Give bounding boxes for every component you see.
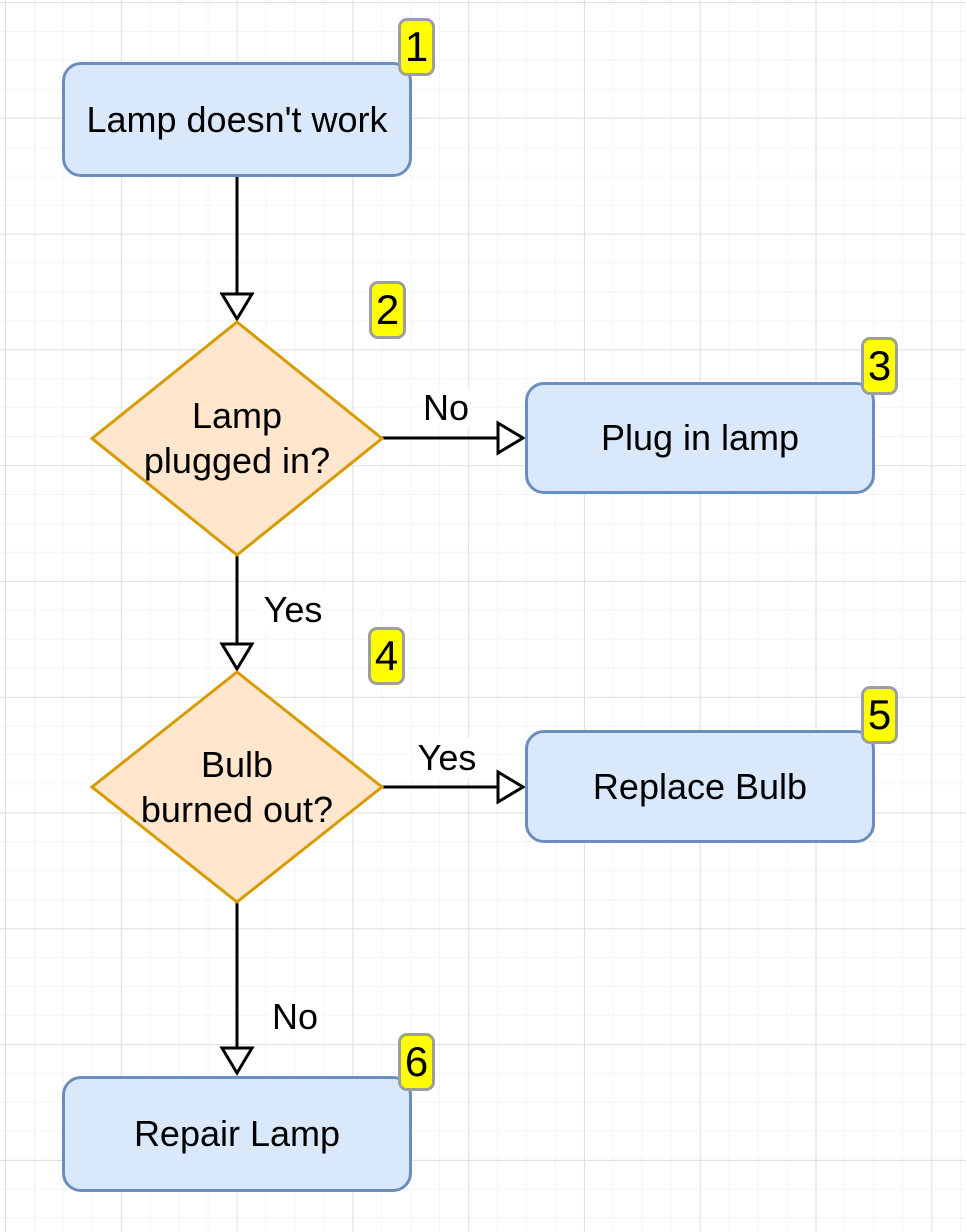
edge-label-yes-2-to-4: Yes	[260, 590, 326, 630]
node-shape-bulb-burned-out[interactable]	[89, 670, 385, 904]
som-badge-4: 4	[368, 627, 405, 685]
node-repair-lamp[interactable]: Repair Lamp	[62, 1076, 412, 1192]
edge-label-no-2-to-3: No	[419, 388, 473, 428]
edge-label-no-4-to-6: No	[268, 997, 322, 1037]
arrow-2-to-3	[382, 420, 526, 456]
node-label-lamp-plugged-in: Lamp plugged in?	[143, 395, 331, 481]
edge-label-yes-4-to-5: Yes	[414, 738, 480, 778]
arrow-2-to-4	[219, 555, 255, 672]
arrow-1-to-2	[219, 177, 255, 322]
som-badge-5: 5	[861, 686, 898, 744]
node-label-bulb-burned-out: Bulb burned out?	[140, 744, 334, 830]
node-label-repair-lamp: Repair Lamp	[133, 1113, 341, 1154]
node-replace-bulb[interactable]: Replace Bulb	[525, 730, 875, 843]
node-lamp-doesnt-work[interactable]: Lamp doesn't work	[62, 62, 412, 177]
arrow-4-to-6	[219, 902, 255, 1076]
som-badge-2: 2	[369, 281, 406, 339]
node-label-replace-bulb: Replace Bulb	[592, 765, 808, 807]
arrow-4-to-5	[382, 769, 526, 805]
node-label-plug-in-lamp: Plug in lamp	[600, 417, 800, 458]
node-shape-lamp-plugged-in[interactable]	[89, 320, 385, 557]
som-badge-6: 6	[398, 1033, 435, 1091]
node-plug-in-lamp[interactable]: Plug in lamp	[525, 382, 875, 494]
node-label-lamp-doesnt-work: Lamp doesn't work	[86, 98, 388, 140]
som-badge-3: 3	[861, 337, 898, 395]
som-badge-1: 1	[398, 18, 435, 76]
